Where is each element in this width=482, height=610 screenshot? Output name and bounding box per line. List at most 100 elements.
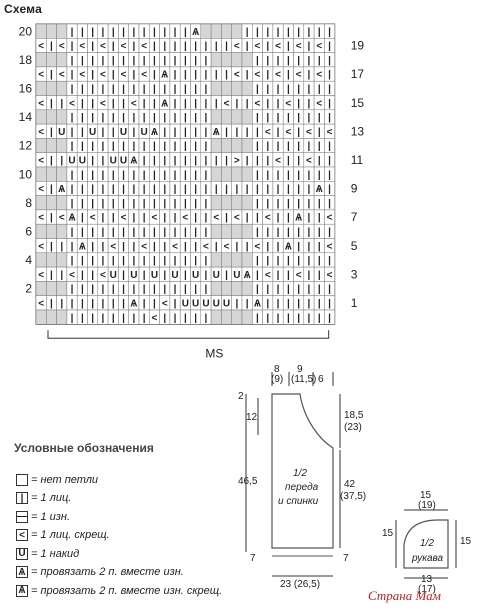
chart-symbol: | bbox=[256, 184, 259, 195]
chart-symbol: | bbox=[308, 70, 311, 81]
chart-symbol: | bbox=[112, 98, 115, 109]
chart-symbol: | bbox=[277, 241, 280, 252]
chart-symbol: | bbox=[102, 113, 105, 124]
chart-symbol: | bbox=[174, 113, 177, 124]
row-label-right: 7 bbox=[351, 210, 358, 224]
chart-symbol: | bbox=[132, 113, 135, 124]
chart-symbol: < bbox=[121, 41, 127, 52]
chart-symbol: | bbox=[266, 313, 269, 324]
chart-symbol: | bbox=[60, 241, 63, 252]
row-label-right: 3 bbox=[351, 267, 358, 281]
chart-symbol: | bbox=[60, 299, 63, 310]
chart-symbol: | bbox=[225, 270, 228, 281]
chart-symbol: | bbox=[163, 284, 166, 295]
chart-symbol: U bbox=[213, 299, 220, 310]
chart-symbol: | bbox=[308, 170, 311, 181]
chart-symbol: | bbox=[153, 27, 156, 38]
chart-symbol: | bbox=[102, 55, 105, 66]
chart-symbol: < bbox=[38, 270, 44, 281]
dim-right-185b: (23) bbox=[344, 422, 362, 433]
chart-symbol: < bbox=[141, 70, 147, 81]
chart-symbol: | bbox=[91, 98, 94, 109]
chart-symbol: | bbox=[153, 156, 156, 167]
chart-symbol: Ѧ bbox=[130, 156, 138, 167]
chart-symbol: < bbox=[265, 127, 271, 138]
chart-symbol: | bbox=[205, 284, 208, 295]
chart-symbol: | bbox=[184, 98, 187, 109]
chart-symbol: Ѧ bbox=[160, 70, 168, 81]
chart-symbol: | bbox=[328, 284, 331, 295]
chart-symbol: < bbox=[100, 270, 106, 281]
chart-symbol: | bbox=[184, 141, 187, 152]
chart-symbol: | bbox=[287, 256, 290, 267]
legend-item: = нет петли bbox=[16, 472, 98, 487]
chart-symbol: | bbox=[174, 313, 177, 324]
chart-symbol: | bbox=[122, 256, 125, 267]
chart-symbol: | bbox=[308, 141, 311, 152]
chart-symbol: | bbox=[71, 141, 74, 152]
chart-symbol: < bbox=[152, 213, 158, 224]
chart-symbol: | bbox=[215, 70, 218, 81]
chart-symbol: | bbox=[246, 41, 249, 52]
chart-symbol: | bbox=[102, 313, 105, 324]
chart-symbol: | bbox=[328, 184, 331, 195]
chart-symbol: | bbox=[112, 127, 115, 138]
chart-symbol: | bbox=[184, 156, 187, 167]
row-label-left: 12 bbox=[19, 139, 33, 153]
chart-symbol: Ѧ bbox=[78, 241, 86, 252]
chart-symbol: | bbox=[102, 184, 105, 195]
chart-symbol: | bbox=[287, 198, 290, 209]
chart-symbol: | bbox=[266, 198, 269, 209]
chart-symbol: | bbox=[266, 284, 269, 295]
legend-text: = 1 лиц. скрещ. bbox=[31, 529, 110, 541]
chart-symbol: | bbox=[297, 84, 300, 95]
chart-symbol: Ѧ bbox=[191, 27, 199, 38]
chart-symbol: | bbox=[143, 284, 146, 295]
chart-symbol: | bbox=[246, 127, 249, 138]
chart-symbol: | bbox=[163, 127, 166, 138]
chart-symbol: | bbox=[308, 84, 311, 95]
row-label-right: 5 bbox=[351, 239, 358, 253]
legend-item: |= 1 лиц. bbox=[16, 491, 71, 506]
chart-symbol: | bbox=[184, 70, 187, 81]
chart-symbol: | bbox=[215, 98, 218, 109]
dim-top-b: 9 bbox=[297, 364, 303, 375]
chart-symbol: < bbox=[69, 98, 75, 109]
chart-symbol: | bbox=[266, 227, 269, 238]
legend-symbol: Ѧ bbox=[16, 566, 28, 578]
chart-symbol: | bbox=[132, 41, 135, 52]
chart-symbol: | bbox=[163, 156, 166, 167]
chart-symbol: | bbox=[205, 184, 208, 195]
chart-symbol: | bbox=[153, 41, 156, 52]
chart-symbol: | bbox=[266, 70, 269, 81]
row-label-left: 20 bbox=[19, 24, 33, 38]
chart-symbol: | bbox=[81, 284, 84, 295]
chart-symbol: | bbox=[287, 184, 290, 195]
chart-symbol: | bbox=[246, 156, 249, 167]
chart-symbol: | bbox=[194, 213, 197, 224]
row-label-right: 11 bbox=[351, 153, 364, 167]
chart-symbol: | bbox=[225, 41, 228, 52]
chart-symbol: | bbox=[71, 284, 74, 295]
chart-symbol: < bbox=[296, 41, 302, 52]
legend-text: = провязать 2 п. вместе изн. bbox=[31, 566, 184, 578]
chart-symbol: | bbox=[297, 313, 300, 324]
chart-symbol: U bbox=[192, 270, 199, 281]
chart-symbol: | bbox=[205, 84, 208, 95]
chart-symbol: | bbox=[132, 227, 135, 238]
chart-symbol: | bbox=[287, 313, 290, 324]
chart-symbol: | bbox=[297, 156, 300, 167]
chart-symbol: | bbox=[122, 313, 125, 324]
chart-symbol: | bbox=[297, 127, 300, 138]
chart-symbol: | bbox=[328, 41, 331, 52]
chart-symbol: | bbox=[235, 184, 238, 195]
chart-symbol: | bbox=[318, 55, 321, 66]
chart-symbol: | bbox=[194, 313, 197, 324]
chart-symbol: | bbox=[91, 241, 94, 252]
chart-symbol: | bbox=[102, 127, 105, 138]
chart-symbol: | bbox=[132, 284, 135, 295]
chart-symbol: | bbox=[132, 313, 135, 324]
chart-symbol: | bbox=[194, 198, 197, 209]
chart-symbol: | bbox=[277, 141, 280, 152]
chart-symbol: | bbox=[328, 27, 331, 38]
